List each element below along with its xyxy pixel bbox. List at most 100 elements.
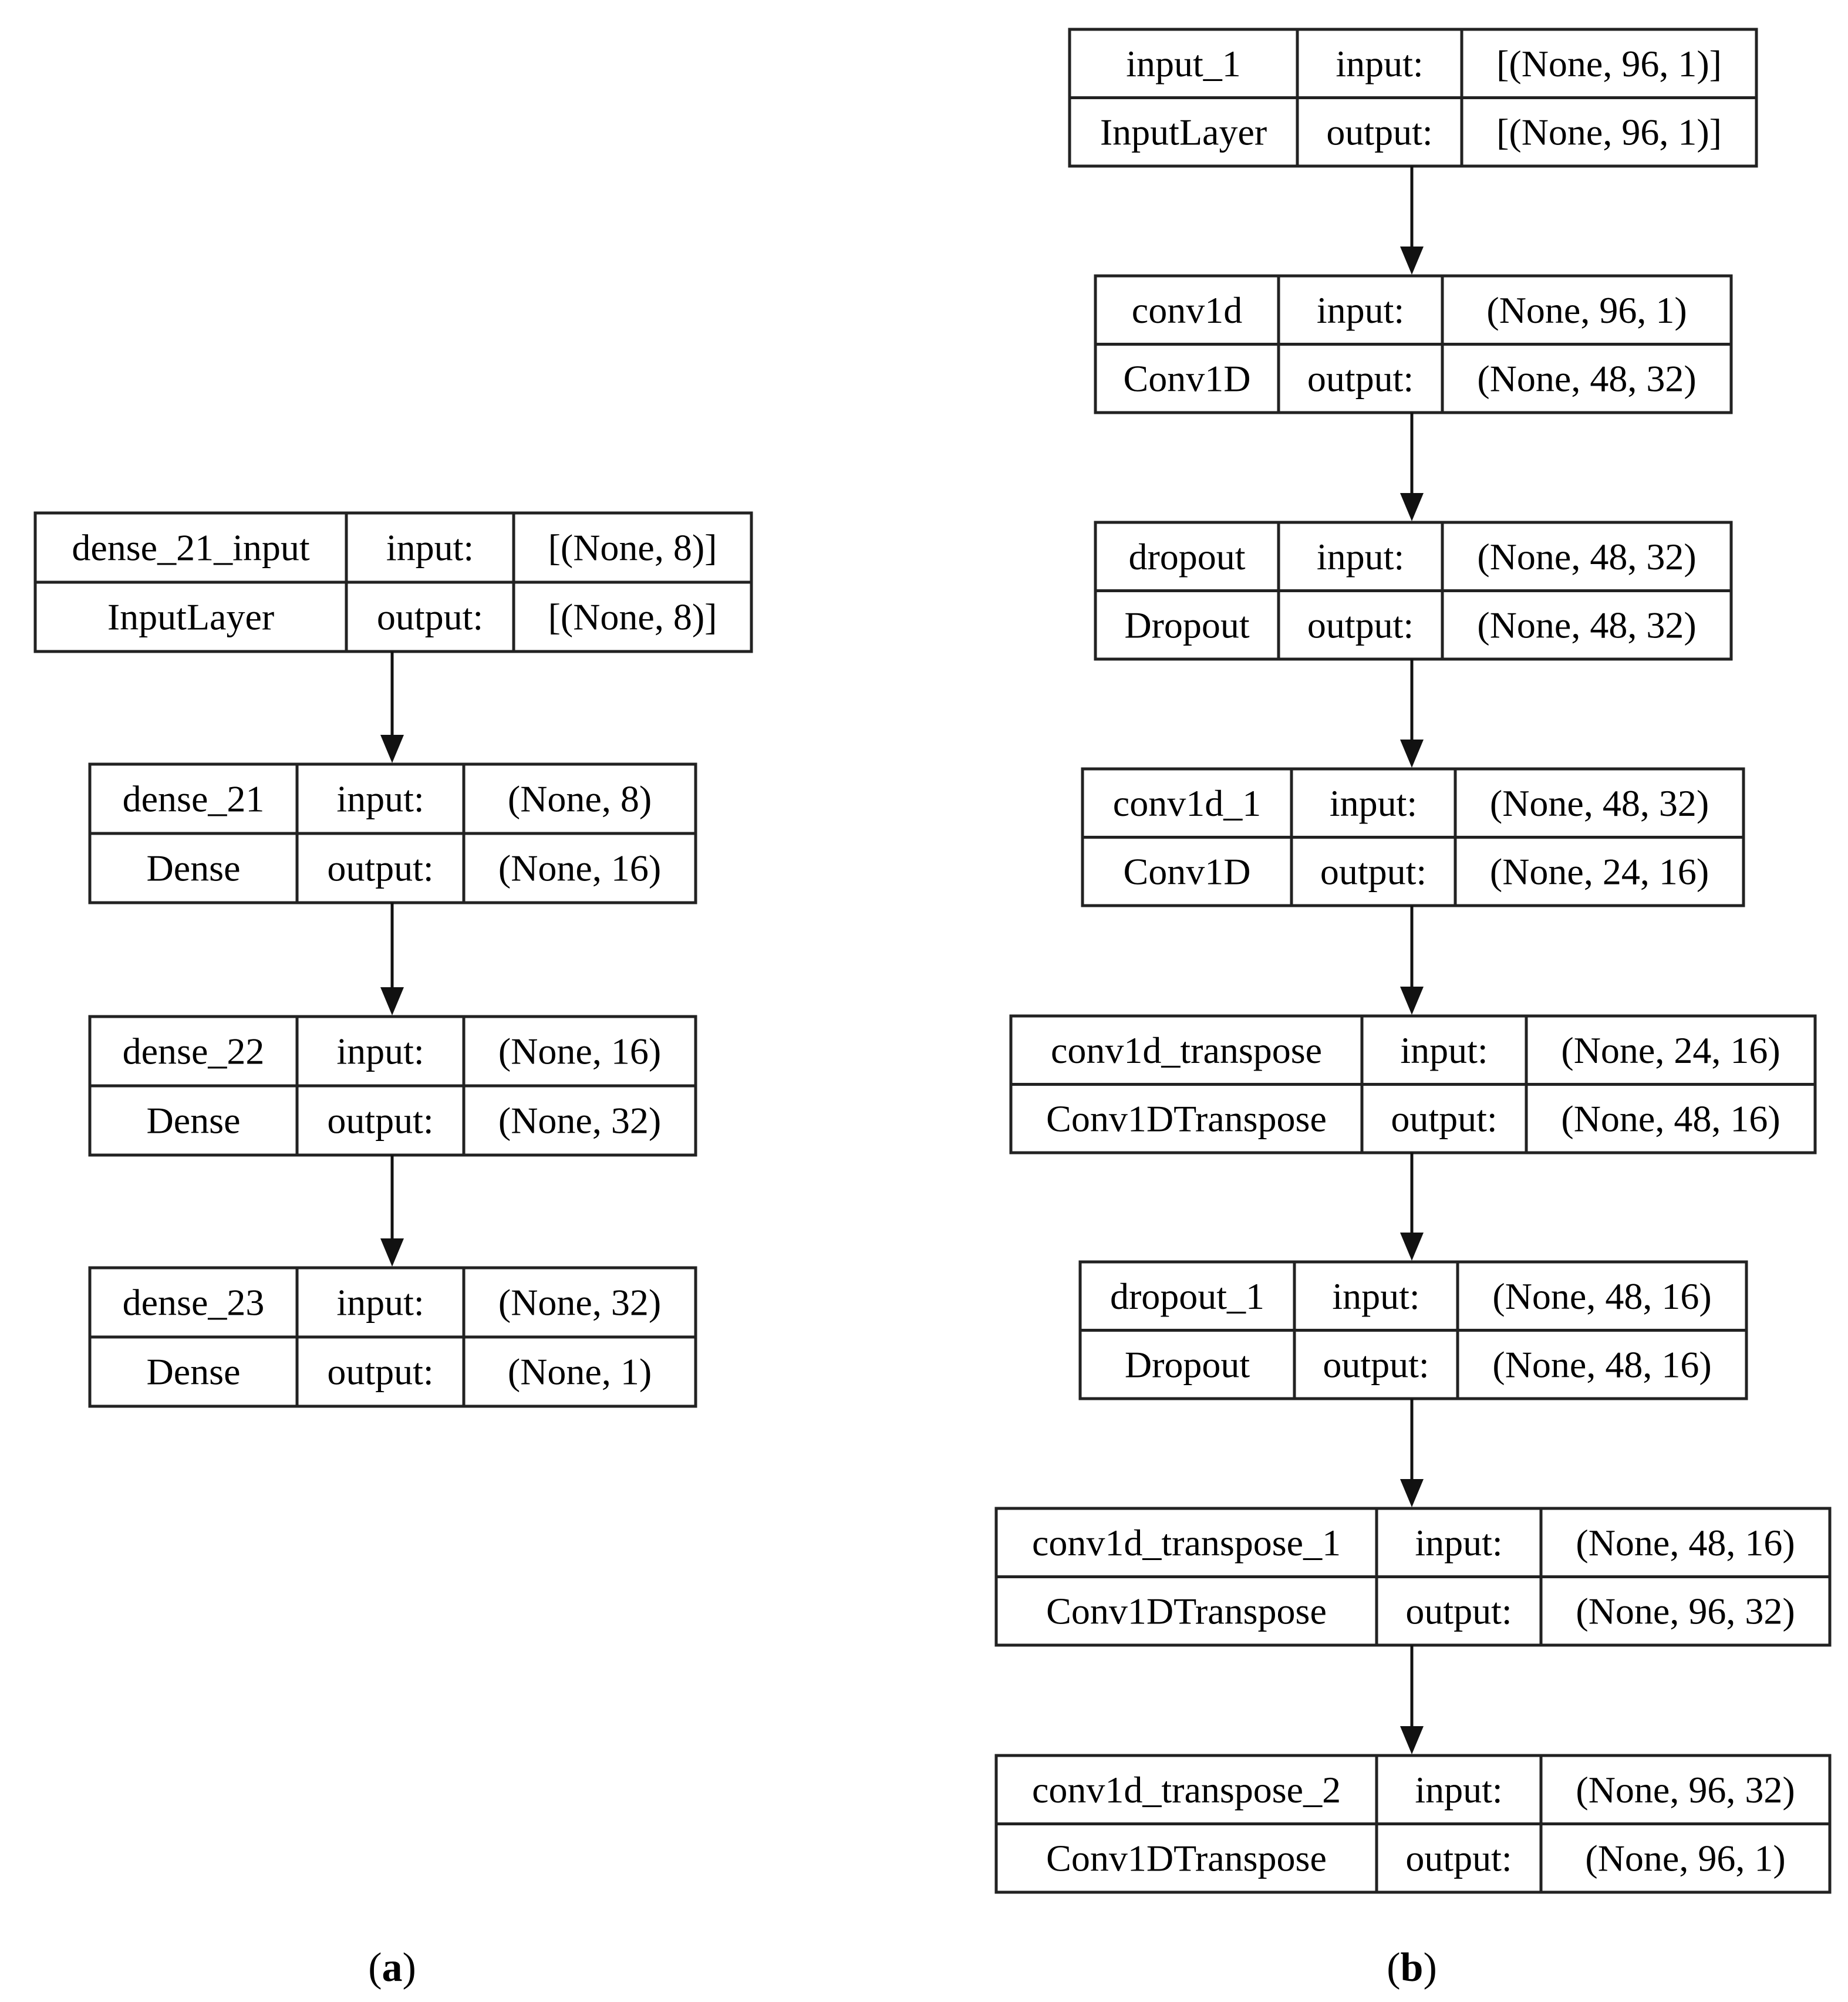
input-label: input: [386,527,474,569]
layer-cell [1296,28,1463,99]
layer-cell [1068,28,1299,99]
layer-name: dense_23 [123,1282,265,1324]
layer-cell [462,1084,697,1157]
layer-cell [1078,1329,1296,1400]
arrow-head [1400,247,1424,275]
layer-name: dense_22 [123,1031,265,1072]
output-shape: (None, 96, 32) [1576,1590,1795,1632]
arrow-head [1400,987,1424,1015]
layer-cell [88,832,299,904]
output-shape: (None, 96, 1) [1585,1837,1785,1879]
layer-type: Dense [147,1100,241,1142]
layer-cell [88,1084,299,1157]
arrow-head [380,735,404,763]
layer-cell [345,580,515,653]
layer-cell [1277,343,1444,414]
arrow-head [1400,1233,1424,1261]
layer-name: conv1d_transpose_1 [1032,1522,1341,1564]
caption-letter: a [382,1945,403,1990]
layer-type: Conv1DTranspose [1046,1837,1327,1879]
layer-type: Dropout [1125,1343,1250,1385]
input-label: input: [1332,1275,1419,1317]
input-shape: [(None, 8)] [548,527,717,569]
output-label: output: [327,1351,433,1393]
input-label: input: [1415,1522,1502,1564]
layer-cell [88,1266,299,1339]
layer-cell [1375,1822,1543,1894]
layer-cell [1277,589,1444,661]
input-shape: (None, 48, 32) [1490,782,1709,824]
layer-type: Conv1DTranspose [1046,1098,1327,1139]
layer-cell [1290,836,1457,907]
layer-cell [1456,1260,1748,1332]
output-shape: [(None, 96, 1)] [1496,111,1722,153]
layer-type: Conv1DTranspose [1046,1590,1327,1632]
layer-cell [462,1015,697,1088]
input-label: input: [336,778,424,820]
output-shape: (None, 24, 16) [1490,850,1709,892]
output-shape: [(None, 8)] [548,596,717,638]
input-shape: (None, 16) [498,1031,661,1072]
output-label: output: [1323,1343,1429,1385]
layer-type: Dropout [1124,604,1250,646]
layer-cell [295,832,466,904]
output-label: output: [1307,357,1414,399]
layer-node: dense_21_inputInputLayerinput:output:[(N… [33,511,753,653]
layer-cell [1293,1329,1459,1400]
output-label: output: [1326,111,1432,153]
input-label: input: [1330,782,1417,824]
output-shape: (None, 1) [508,1351,652,1393]
layer-cell [462,832,697,904]
input-shape: (None, 48, 32) [1477,536,1696,578]
output-label: output: [1320,850,1427,892]
layer-cell [994,1507,1378,1578]
layer-type: Dense [147,1351,241,1393]
layer-type: Dense [147,848,241,889]
layer-cell [994,1575,1378,1647]
output-shape: (None, 32) [498,1100,661,1142]
layer-cell [1009,1014,1364,1086]
layer-cell [994,1822,1378,1894]
layer-cell [462,1335,697,1408]
caption-letter: b [1401,1945,1424,1990]
input-shape: (None, 32) [498,1282,661,1324]
layer-node: conv1d_transposeConv1DTransposeinput:out… [1009,1014,1817,1154]
arrow-head [1400,1479,1424,1507]
layer-cell [1441,589,1733,661]
layer-node: conv1d_transpose_2Conv1DTransposeinput:o… [994,1754,1832,1894]
output-shape: (None, 16) [498,848,661,889]
diagram-caption: (a) [368,1945,416,1990]
layer-cell [1539,1575,1832,1647]
layer-name: conv1d_transpose_2 [1032,1769,1341,1811]
output-shape: (None, 48, 32) [1477,357,1696,399]
layer-cell [1460,96,1758,168]
arrow-head [1400,493,1424,521]
layer-cell [295,1084,466,1157]
output-label: output: [1405,1590,1512,1632]
input-label: input: [1317,536,1404,578]
input-label: input: [336,1282,424,1324]
output-label: output: [377,596,483,638]
arrow-head [1400,740,1424,768]
arrow-head [380,1238,404,1267]
layer-cell [1525,1014,1817,1086]
layer-name: input_1 [1126,43,1241,85]
output-label: output: [327,1100,433,1142]
layer-cell [1441,343,1733,414]
layer-name: dropout_1 [1110,1275,1264,1317]
layer-type: InputLayer [107,596,274,638]
output-shape: (None, 48, 16) [1561,1098,1780,1139]
layer-cell [1078,1260,1296,1332]
layer-cell [1277,521,1444,592]
layer-cell [295,1335,466,1408]
output-shape: (None, 48, 32) [1477,604,1696,646]
arrow-head [1400,1726,1424,1754]
layer-cell [1454,767,1745,839]
